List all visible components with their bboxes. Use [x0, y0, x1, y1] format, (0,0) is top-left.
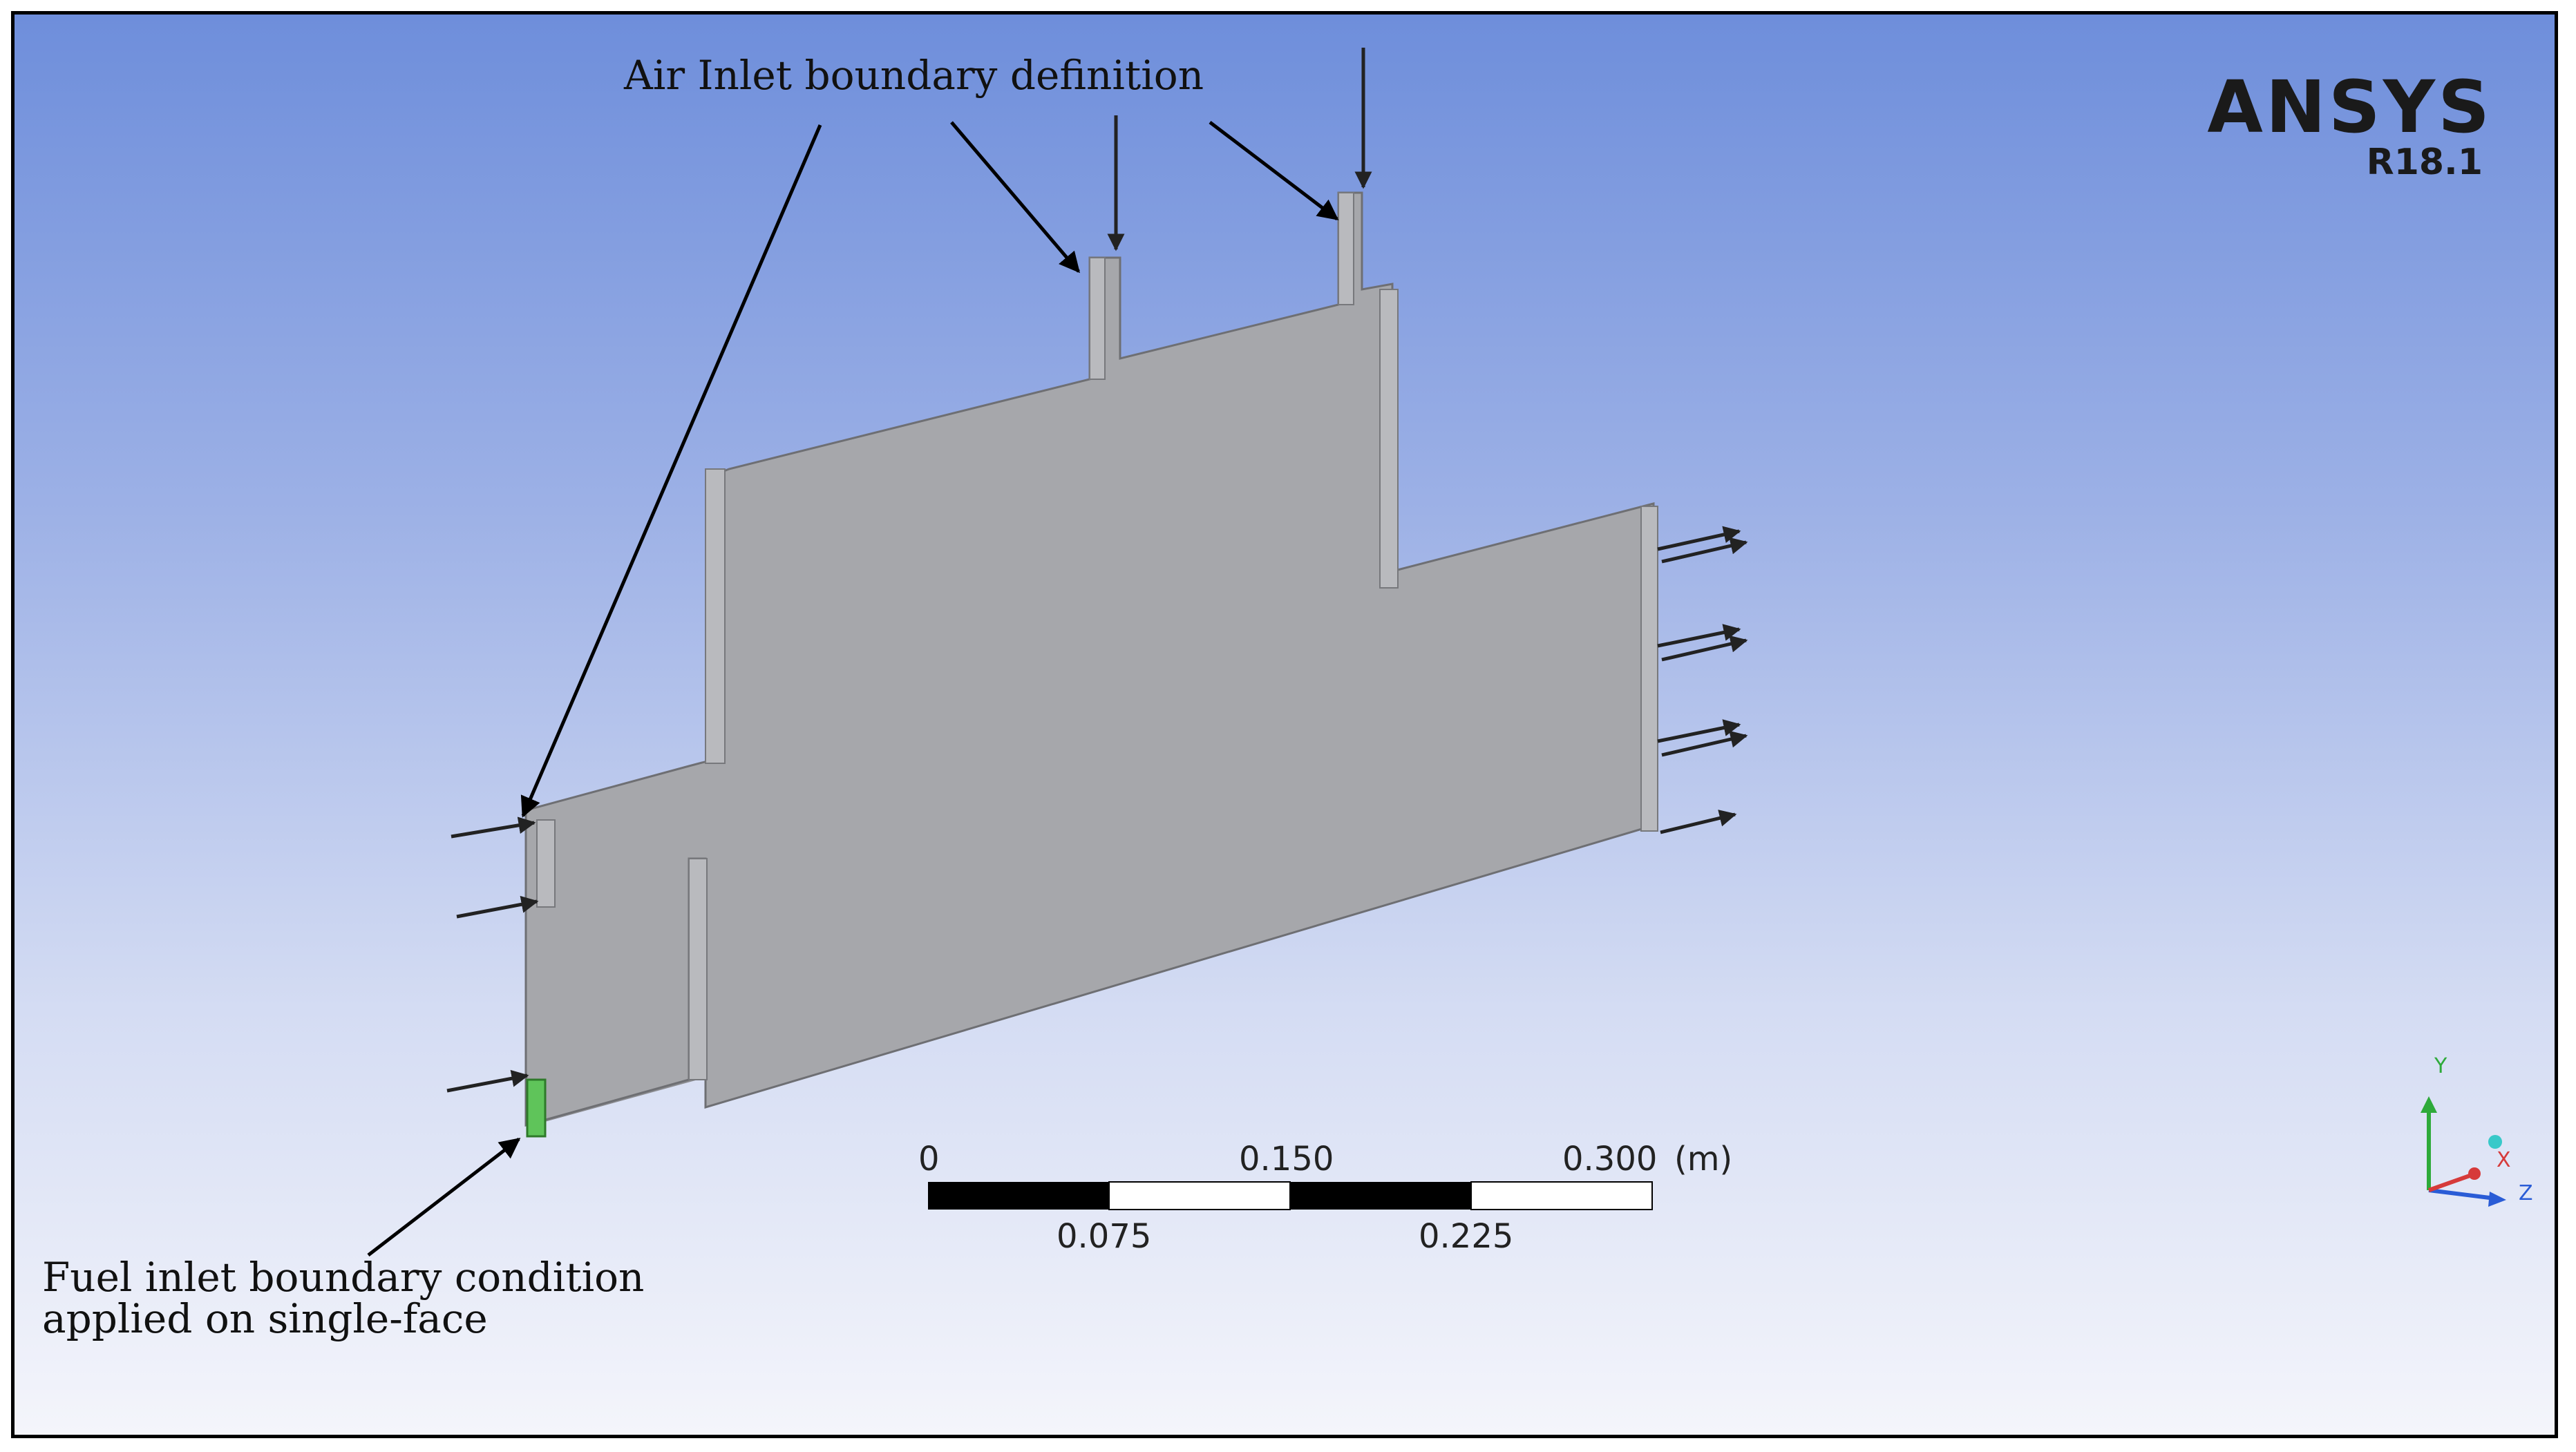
fuel-inlet-face [526, 1078, 547, 1138]
fuel-inlet-label-line1: Fuel inlet boundary condition [42, 1254, 645, 1301]
axis-label-z: Z [2519, 1181, 2533, 1205]
scale-label-150: 0.150 [1239, 1140, 1334, 1178]
scale-bar [928, 1181, 1653, 1210]
leader-arrow-left-inlet [520, 124, 822, 818]
scale-label-0: 0 [918, 1140, 940, 1178]
logo-name: ANSYS [2207, 65, 2492, 149]
ansys-logo: ANSYS R18.1 [2207, 71, 2492, 182]
air-inlet-label: Air Inlet boundary definition [624, 52, 1204, 99]
flow-arrow-icon [446, 1069, 529, 1093]
axis-triad-icon: Y X Z [2421, 1054, 2533, 1207]
scale-bar-segment [1108, 1181, 1291, 1210]
scale-bar-segment [1290, 1182, 1471, 1210]
leader-arrow-top-inlet-2 [1209, 121, 1339, 220]
scale-label-225: 0.225 [1419, 1217, 1514, 1256]
wall-strip [1089, 257, 1106, 380]
scale-label-300: 0.300 [1562, 1140, 1658, 1178]
flow-arrow-icon [451, 816, 536, 839]
flow-arrow-icon [1657, 526, 1741, 551]
flow-arrow-icon [1657, 719, 1741, 743]
scale-bar-segment [1470, 1181, 1653, 1210]
axis-label-y: Y [2434, 1054, 2447, 1078]
scale-unit: (m) [1674, 1140, 1733, 1178]
flow-arrow-icon [456, 895, 539, 919]
flow-arrow-icon [1661, 537, 1748, 564]
wall-strip [1379, 289, 1399, 589]
flow-arrow-icon [1661, 635, 1748, 662]
combustor-geometry [524, 191, 1658, 1138]
scale-label-075: 0.075 [1057, 1217, 1152, 1256]
flow-arrow-icon [1660, 810, 1737, 834]
scale-bar-segment [928, 1182, 1109, 1210]
flow-arrow-icon [1661, 730, 1748, 757]
logo-version: R18.1 [2366, 142, 2483, 183]
axis-label-x: X [2497, 1148, 2511, 1172]
geometry-scene: Y X Z [367, 48, 2533, 1257]
wall-strip [688, 858, 708, 1080]
figure-frame: Y X Z Air Inlet boundary definition Fuel… [11, 11, 2558, 1438]
flow-arrows [446, 48, 1748, 1093]
ansys-viewport: Y X Z Air Inlet boundary definition Fuel… [15, 15, 2555, 1435]
flow-arrow-icon [1657, 624, 1741, 648]
fuel-inlet-label-line2: applied on single-face [42, 1295, 488, 1342]
leader-arrow-top-inlet-1 [950, 121, 1080, 274]
leader-arrow-fuel-inlet [367, 1138, 521, 1257]
annotation-leaders [367, 121, 1339, 1257]
wall-strip [705, 468, 726, 764]
wall-strip [1640, 506, 1658, 832]
wall-strip [1338, 192, 1354, 305]
wall-strip [536, 819, 556, 908]
